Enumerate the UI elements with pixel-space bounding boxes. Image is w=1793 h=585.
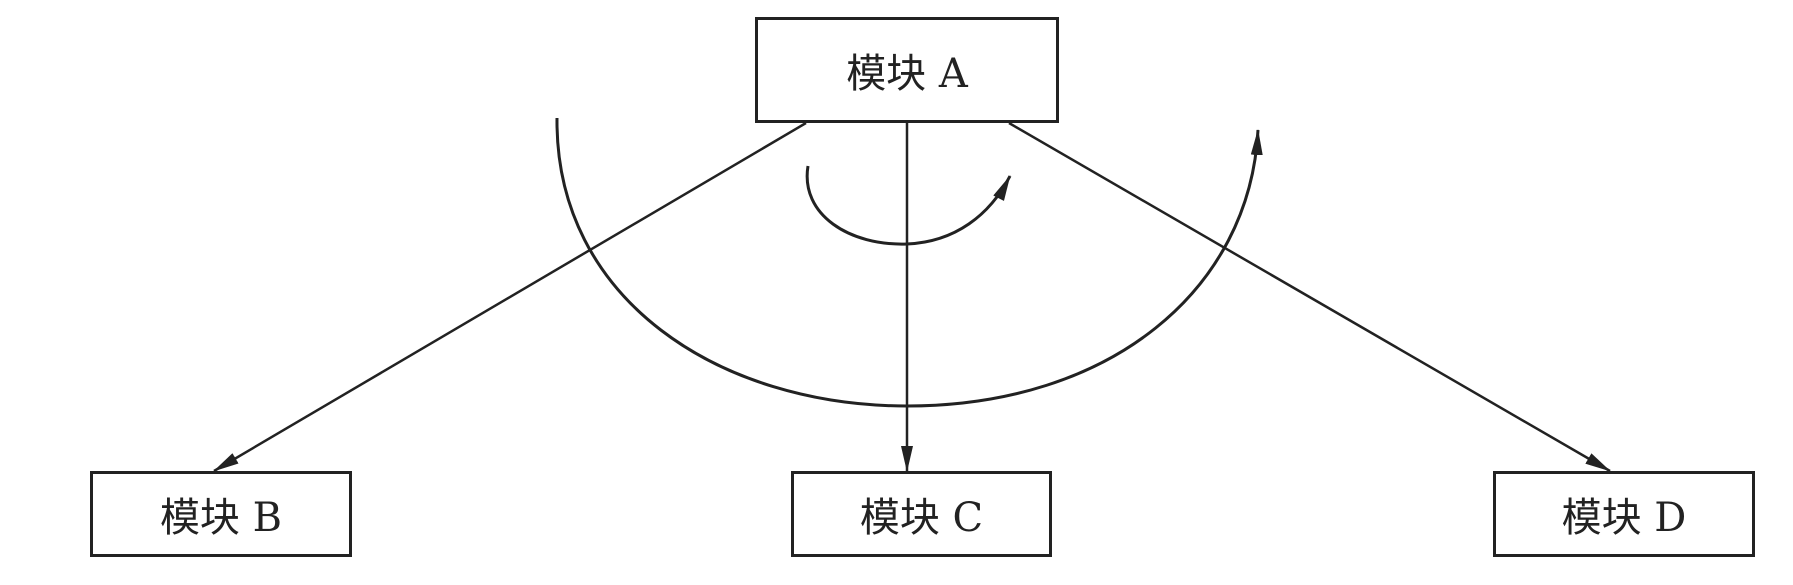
- module-c-label: 模块 C: [859, 495, 984, 541]
- arrow-a-to-d: [1008, 121, 1611, 473]
- small-rotation-arrow: [805, 165, 1012, 246]
- module-d-box: 模块 D: [1493, 471, 1755, 557]
- module-c-box: 模块 C: [791, 471, 1052, 557]
- arrow-a-to-b: [213, 121, 807, 473]
- large-rotation-arrow: [555, 117, 1263, 408]
- module-d-label: 模块 D: [1561, 495, 1687, 541]
- module-a-label: 模块 A: [846, 51, 968, 97]
- module-b-label: 模块 B: [159, 495, 283, 541]
- module-a-box: 模块 A: [755, 17, 1059, 123]
- module-b-box: 模块 B: [90, 471, 352, 557]
